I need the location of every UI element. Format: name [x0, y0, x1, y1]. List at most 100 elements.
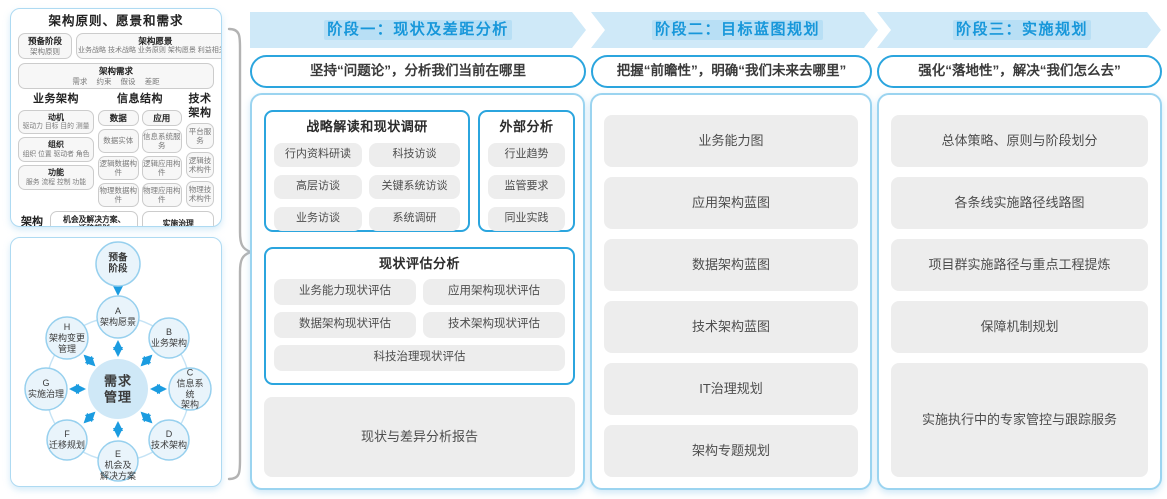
survey-item: 行内资料研读 [274, 143, 362, 167]
info-subcolumns: 数据 数据实体 逻辑数据构件 物理数据构件 应用 信息系统服务 逻辑应用构件 物… [98, 109, 182, 207]
node-d-circle [148, 419, 190, 461]
phase2-header-arrow: 阶段二：目标蓝图规划 [591, 12, 878, 48]
box-subtitle: 组织 位置 驱动者 角色 [22, 150, 90, 158]
technology-item: 平台服务 [186, 122, 214, 149]
phase3-subtitle: 强化“落地性”，解决“我们怎么去” [877, 55, 1162, 88]
external-items: 行业趋势 监管要求 同业实践 [488, 143, 565, 231]
phase2-item: 架构专题规划 [604, 425, 858, 477]
group-title: 现状评估分析 [378, 256, 460, 271]
survey-item: 关键系统访谈 [369, 175, 460, 199]
application-header-box: 应用 [141, 109, 182, 126]
application-item: 逻辑应用构件 [141, 155, 182, 180]
node-name: 架构变更 管理 [48, 332, 86, 354]
application-subcolumn: 应用 信息系统服务 逻辑应用构件 物理应用构件 [141, 109, 182, 207]
architecture-realization-row: 架构 实现 机会及解决方案、 迁移规划 工作包 架构契约 实施治理 标准 指引 … [18, 210, 214, 227]
realization-label: 架构 实现 [21, 215, 43, 227]
phase2-item: IT治理规划 [604, 363, 858, 415]
external-analysis-group: 外部分析 行业趋势 监管要求 同业实践 [478, 110, 575, 232]
prep-vision-row: 预备阶段 架构原则 架构愿景 业务战略 技术战略 业务原则 架构愿景 利益相关者 [18, 33, 221, 60]
phase2-item: 应用架构蓝图 [604, 177, 858, 229]
node-name: 业务架构 [150, 338, 188, 348]
phase3-item: 项目群实施路径与重点工程提炼 [891, 239, 1148, 291]
adm-node-g: G 实施治理 [28, 378, 64, 400]
box-subtitle: 服务 流程 控制 功能 [25, 178, 87, 186]
phase2-column: 业务能力图 应用架构蓝图 数据架构蓝图 技术架构蓝图 IT治理规划 架构专题规划 [590, 93, 872, 490]
application-item: 物理应用构件 [141, 182, 182, 207]
panel-title: 架构原则、愿景和需求 [48, 14, 184, 28]
architecture-vision-box: 架构愿景 业务战略 技术战略 业务原则 架构愿景 利益相关者 [76, 33, 221, 60]
node-c-circle [168, 367, 212, 411]
application-item: 信息系统服务 [141, 128, 182, 153]
adm-node-b: B 业务架构 [151, 327, 187, 349]
node-name: 机会及 解决方案 [99, 459, 137, 481]
adm-node-d: D 技术架构 [151, 429, 187, 451]
node-name: 实施治理 [27, 389, 65, 399]
survey-item: 科技访谈 [369, 143, 460, 167]
phase3-item: 总体策略、原则与阶段划分 [891, 115, 1148, 167]
box-title: 架构愿景 [138, 36, 173, 46]
architecture-domains-row: 业务架构 动机 驱动力 目标 目的 测量 组织 组织 位置 驱动者 角色 功能 … [18, 93, 214, 207]
survey-items: 行内资料研读 科技访谈 高层访谈 关键系统访谈 业务访谈 系统调研 [274, 143, 460, 231]
phase2-item: 业务能力图 [604, 115, 858, 167]
box-title: 预备阶段 [27, 36, 62, 46]
assessment-item: 业务能力现状评估 [274, 279, 416, 305]
box-title: 组织 [48, 140, 64, 150]
survey-item: 业务访谈 [274, 207, 362, 231]
phase3-header-arrow: 阶段三：实施规划 [877, 12, 1161, 48]
phase1-column: 战略解读和现状调研 行内资料研读 科技访谈 高层访谈 关键系统访谈 业务访谈 系… [250, 93, 585, 490]
current-state-assessment-group: 现状评估分析 业务能力现状评估 应用架构现状评估 数据架构现状评估 技术架构现状… [264, 247, 575, 385]
phase1-header-label: 阶段一：现状及差距分析 [324, 20, 512, 40]
group-title: 战略解读和现状调研 [306, 119, 428, 134]
node-e-circle [97, 440, 139, 482]
assessment-item: 科技治理现状评估 [274, 345, 565, 371]
opportunities-migration-box: 机会及解决方案、 迁移规划 工作包 架构契约 [50, 210, 139, 226]
architecture-principles-panel: 架构原则、愿景和需求 预备阶段 架构原则 架构愿景 业务战略 技术战略 业务原则… [10, 8, 222, 227]
technology-architecture-column: 技术架构 平台服务 逻辑技术构件 物理技术构件 [186, 93, 214, 207]
data-subcolumn: 数据 数据实体 逻辑数据构件 物理数据构件 [98, 109, 139, 207]
data-item: 逻辑数据构件 [98, 155, 139, 180]
center-circle [88, 359, 148, 419]
box-title: 实施治理 [162, 219, 194, 227]
node-g-circle [24, 367, 68, 411]
box-subtitle: 需求 约束 假设 差距 [72, 77, 160, 87]
phase1-subtitle: 坚持“问题论”，分析我们当前在哪里 [250, 55, 586, 88]
prep-circle [95, 241, 141, 287]
column-header: 技术架构 [188, 93, 212, 119]
node-a-circle [96, 295, 140, 339]
column-header: 业务架构 [33, 93, 79, 106]
prep-phase-label: 预备 阶段 [108, 252, 128, 275]
phase3-column: 总体策略、原则与阶段划分 各条线实施路径线路图 项目群实施路径与重点工程提炼 保… [877, 93, 1162, 490]
group-title: 外部分析 [499, 119, 554, 134]
adm-cycle-panel: 预备 阶段 A 架构愿景 B 业务架构 C 信息系统 架构 D 技术架构 E 机… [10, 237, 222, 487]
box-title: 机会及解决方案、 迁移规划 [63, 214, 126, 226]
node-letter: B [165, 327, 173, 338]
phase2-item: 数据架构蓝图 [604, 239, 858, 291]
node-name: 技术架构 [150, 440, 188, 450]
business-architecture-column: 业务架构 动机 驱动力 目标 目的 测量 组织 组织 位置 驱动者 角色 功能 … [18, 93, 94, 206]
external-item: 同业实践 [488, 207, 565, 231]
node-letter: C [186, 367, 194, 378]
assessment-item: 技术架构现状评估 [423, 312, 565, 338]
node-b-circle [148, 317, 190, 359]
box-subtitle: 驱动力 目标 目的 测量 [22, 123, 90, 131]
box-title: 动机 [48, 112, 64, 122]
implementation-governance-box: 实施治理 标准 指引 规格 [142, 210, 214, 227]
data-item: 物理数据构件 [98, 182, 139, 207]
adm-node-e: E 机会及 解决方案 [100, 449, 136, 481]
architecture-requirements-box: 架构需求 需求 约束 假设 差距 [18, 63, 214, 90]
assessment-item: 应用架构现状评估 [423, 279, 565, 305]
phase3-item: 保障机制规划 [891, 301, 1148, 353]
data-header-box: 数据 [98, 109, 139, 126]
adm-node-circles [24, 241, 212, 482]
phase1-header-arrow: 阶段一：现状及差距分析 [250, 12, 586, 48]
node-letter: F [64, 429, 70, 440]
adm-node-f: F 迁移规划 [49, 429, 85, 451]
phase2-header-label: 阶段二：目标蓝图规划 [652, 20, 823, 40]
adm-cycle-diagram [24, 241, 212, 482]
external-item: 监管要求 [488, 175, 565, 199]
survey-item: 高层访谈 [274, 175, 362, 199]
external-item: 行业趋势 [488, 143, 565, 167]
assessment-item: 数据架构现状评估 [274, 312, 416, 338]
phase3-items: 总体策略、原则与阶段划分 各条线实施路径线路图 项目群实施路径与重点工程提炼 保… [891, 115, 1148, 477]
